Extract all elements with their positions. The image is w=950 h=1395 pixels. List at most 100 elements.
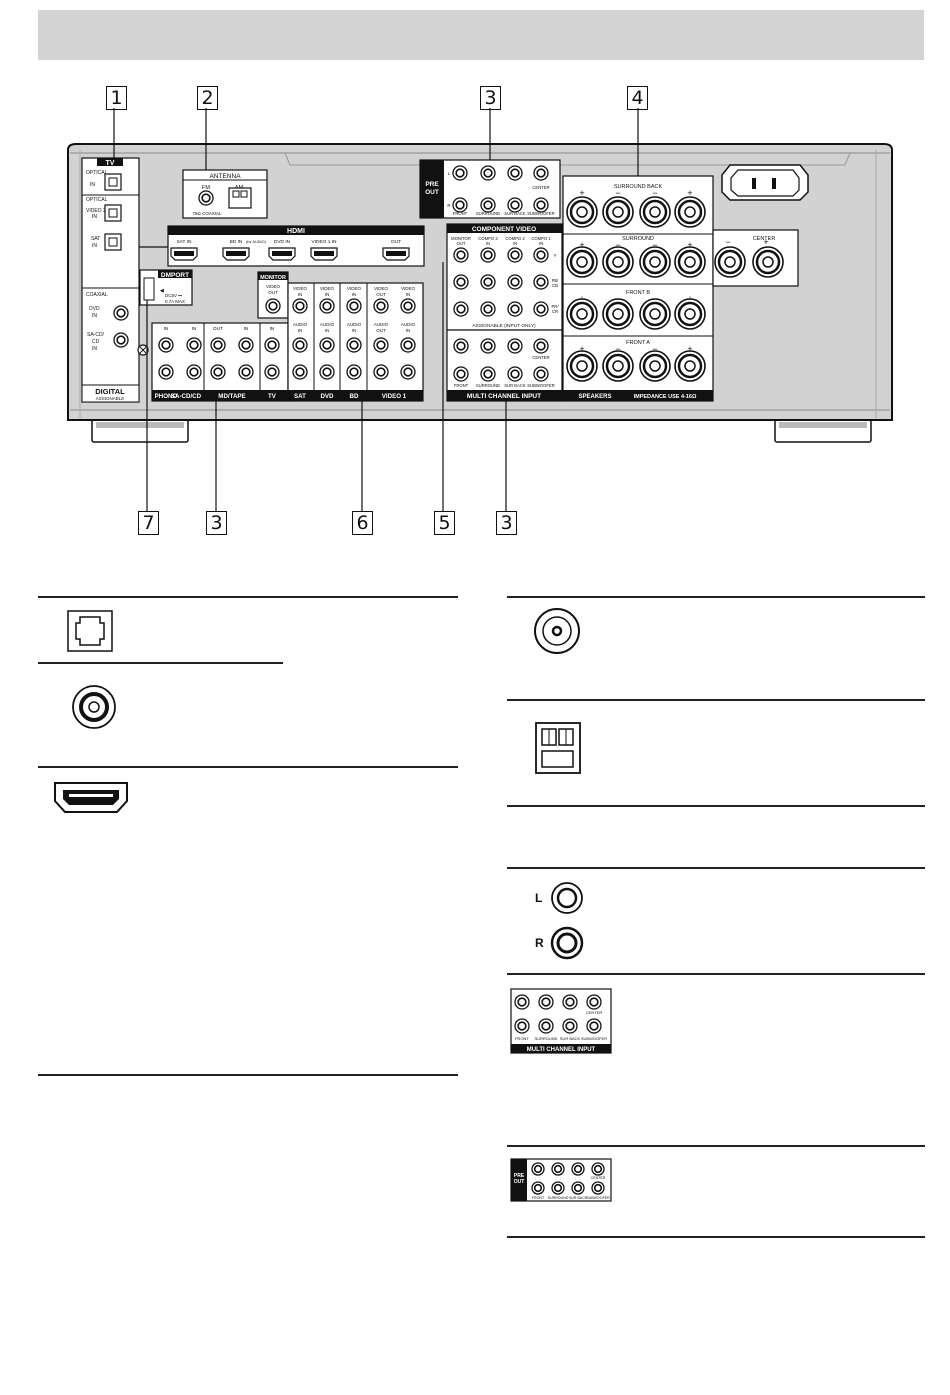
svg-text:DC5V ⎓: DC5V ⎓	[165, 293, 182, 298]
rca-jack-icon	[533, 197, 549, 213]
input-label: VIDEO 1	[382, 393, 407, 400]
svg-text:SURROUND: SURROUND	[476, 211, 500, 216]
rca-jack-icon	[319, 337, 335, 353]
svg-text:VIDEO: VIDEO	[266, 284, 281, 289]
svg-text:IN: IN	[92, 313, 97, 319]
antenna-panel: ANTENNA FM AM 75Ω COAXIAL	[182, 169, 268, 219]
svg-text:SAT: SAT	[91, 236, 100, 242]
callout-6: 6	[352, 511, 373, 535]
rca-jack-icon	[591, 1181, 605, 1195]
svg-text:SURROUND: SURROUND	[548, 1196, 569, 1200]
svg-text:AUDIO: AUDIO	[293, 322, 308, 327]
rca-jack-icon	[453, 366, 469, 382]
svg-text:IN: IN	[298, 328, 303, 333]
speaker-terminal-icon	[602, 196, 634, 228]
speaker-terminal-icon	[674, 350, 706, 382]
svg-text:IN: IN	[92, 214, 97, 220]
rca-jack-icon	[480, 338, 496, 354]
rca-jack-icon	[533, 338, 549, 354]
svg-text:SUR BACK: SUR BACK	[569, 1196, 588, 1200]
svg-text:COMPO 1: COMPO 1	[531, 236, 551, 241]
rca-jack-icon	[292, 364, 308, 380]
rca-jack-icon	[586, 994, 602, 1010]
hdmi-port-icon	[222, 247, 250, 261]
coaxial-jack-icon	[72, 685, 116, 729]
callout-4: 4	[627, 86, 648, 110]
rca-jack-icon	[538, 1018, 554, 1034]
speaker-terminal-icon	[566, 350, 598, 382]
digital-panel: TV OPTICAL IN OPTICAL VIDEO 2 IN SAT IN …	[81, 157, 140, 403]
callout-2: 2	[197, 86, 218, 110]
svg-text:ASSIGNABLE: ASSIGNABLE	[96, 396, 125, 401]
input-label: SAT	[294, 393, 306, 400]
svg-text:−: −	[652, 240, 657, 250]
svg-text:VIDEO: VIDEO	[401, 286, 416, 291]
svg-text:CB: CB	[552, 283, 558, 288]
svg-text:MULTI CHANNEL INPUT: MULTI CHANNEL INPUT	[527, 1047, 596, 1053]
svg-text:CR: CR	[552, 309, 558, 314]
svg-text:PR/: PR/	[552, 304, 560, 309]
svg-text:IN: IN	[92, 346, 97, 352]
svg-text:IN: IN	[164, 326, 169, 332]
rca-jack-icon	[373, 364, 389, 380]
svg-text:OUT: OUT	[268, 290, 278, 295]
hdmi-port-label: OUT	[391, 239, 401, 245]
rca-jack-icon	[210, 337, 226, 353]
svg-text:DVD: DVD	[89, 306, 100, 312]
rca-jack-icon	[264, 337, 280, 353]
hdmi-bd-note: (for AUDIO)	[246, 240, 267, 244]
rca-jack-icon	[514, 994, 530, 1010]
rca-jack-icon	[562, 1018, 578, 1034]
svg-text:PRE: PRE	[514, 1173, 525, 1179]
svg-text:+: +	[687, 344, 692, 354]
rca-jack-icon	[264, 364, 280, 380]
rca-jack-icon	[319, 298, 335, 314]
svg-text:COAXIAL: COAXIAL	[86, 292, 108, 298]
svg-text:FM: FM	[202, 185, 210, 191]
svg-text:−: −	[652, 344, 657, 354]
rca-jack-icon	[507, 274, 523, 290]
svg-text:−: −	[615, 344, 620, 354]
svg-text:+: +	[763, 237, 768, 247]
rca-jack-icon	[400, 364, 416, 380]
rca-jack-icon	[507, 247, 523, 263]
rca-jack-icon	[507, 301, 523, 317]
rca-jack-icon	[210, 364, 226, 380]
svg-text:−: −	[652, 188, 657, 198]
hdmi-port-label: BD IN	[230, 239, 243, 245]
input-label: DVD	[320, 393, 334, 400]
rca-jack-icon	[238, 364, 254, 380]
svg-text:◀: ◀	[160, 288, 164, 294]
hdmi-port-icon	[268, 247, 296, 261]
rca-jack-icon	[480, 366, 496, 382]
fm-jack-icon	[198, 190, 214, 206]
speaker-terminals: SPEAKERS IMPEDANCE USE 4-16Ω SURROUND BA…	[562, 175, 799, 402]
rca-jack-icon	[186, 337, 202, 353]
svg-text:MULTI CHANNEL INPUT: MULTI CHANNEL INPUT	[467, 393, 541, 400]
divider	[507, 596, 925, 598]
svg-text:SUR BACK: SUR BACK	[560, 1036, 581, 1041]
center-speaker-label: CENTER	[753, 236, 776, 242]
svg-text:AUDIO: AUDIO	[320, 322, 335, 327]
am-antenna-terminal-icon	[535, 722, 581, 774]
svg-text:OPTICAL: OPTICAL	[86, 170, 108, 176]
svg-text:IN: IN	[352, 328, 357, 333]
coaxial-sacd-jack-icon	[113, 332, 129, 348]
rca-jack-icon	[571, 1162, 585, 1176]
rca-jack-icon	[507, 165, 523, 181]
legend-l-label: L	[535, 891, 543, 905]
rca-jack-icon	[292, 298, 308, 314]
divider	[507, 867, 925, 869]
divider	[38, 1074, 458, 1076]
rca-jack-icon	[551, 1162, 565, 1176]
svg-text:−: −	[725, 237, 730, 247]
rca-jack-icon	[538, 994, 554, 1010]
speaker-terminal-icon	[714, 246, 746, 278]
fm-antenna-jack-icon	[534, 608, 580, 654]
rca-jack-icon	[507, 197, 523, 213]
rca-jack-icon	[533, 366, 549, 382]
svg-text:COMPONENT VIDEO: COMPONENT VIDEO	[472, 226, 536, 233]
